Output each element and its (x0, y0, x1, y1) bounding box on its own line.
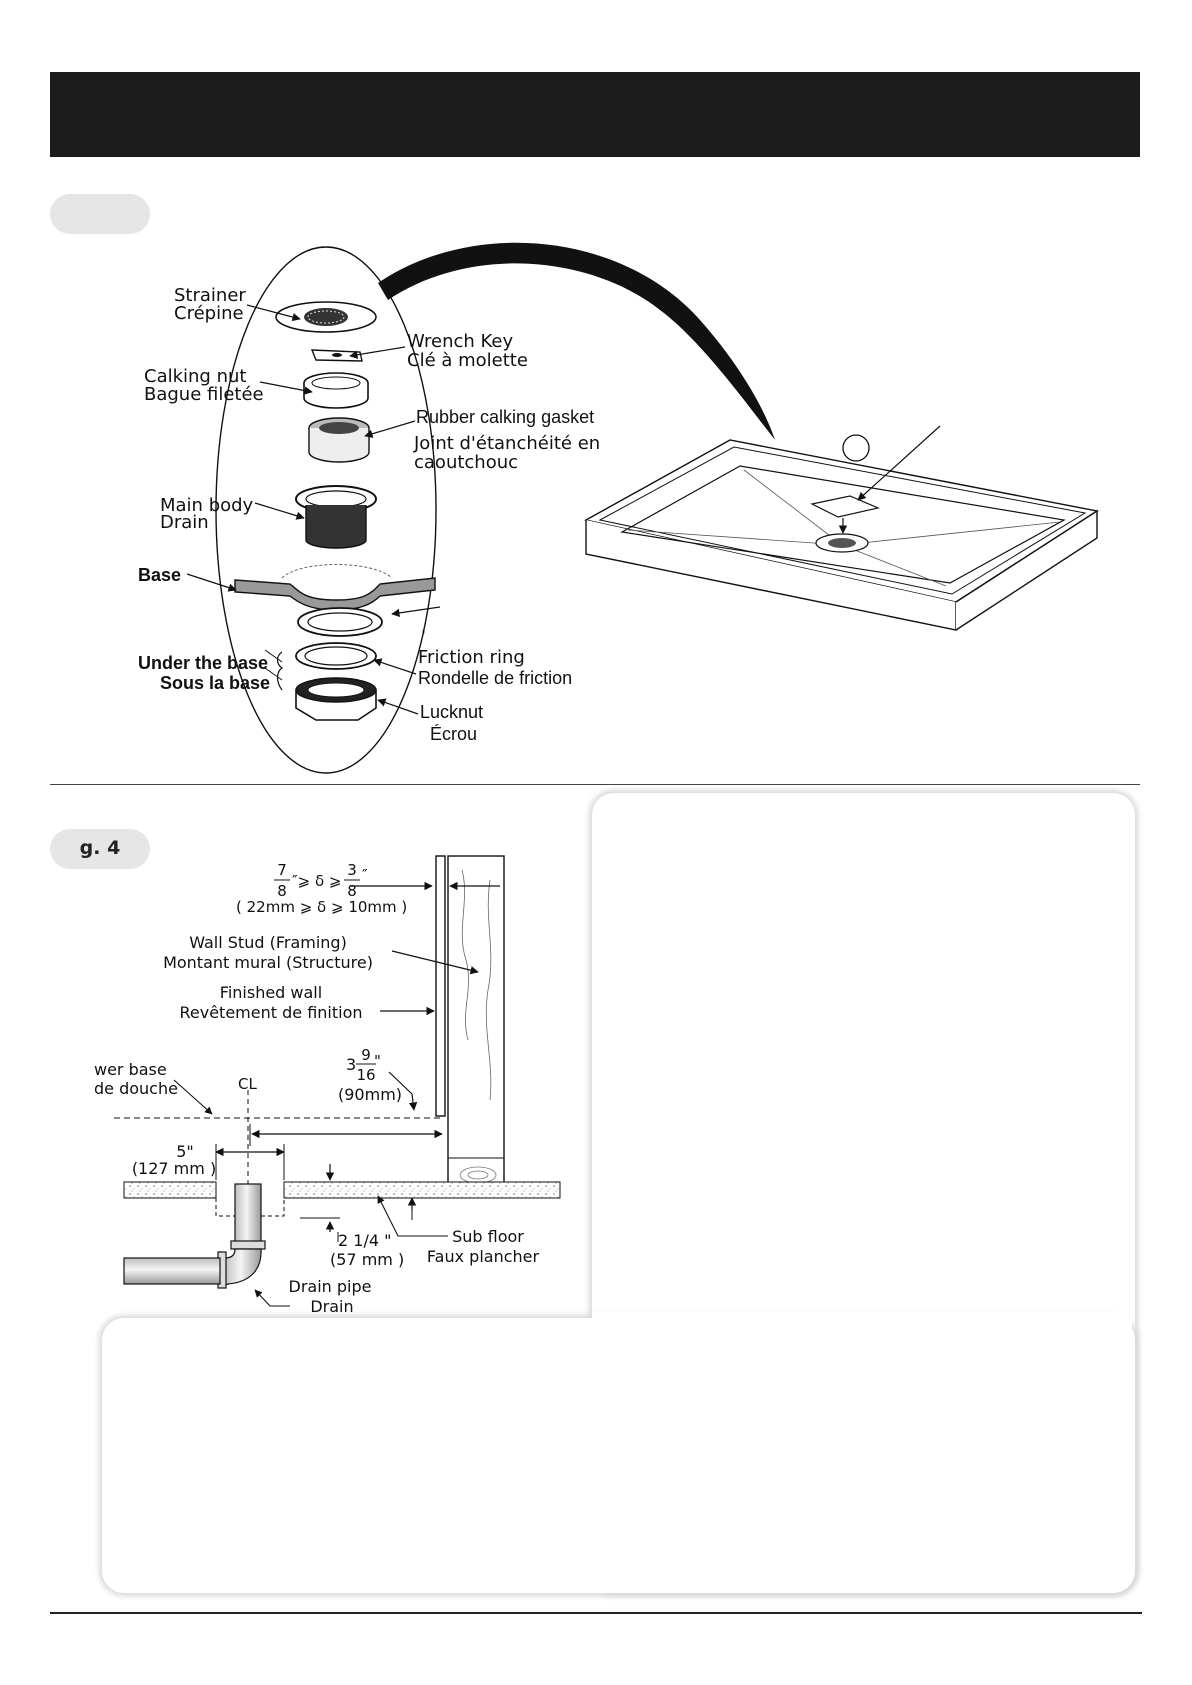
base-label: Base (138, 565, 181, 585)
shower-base-label-en: wer base (94, 1060, 167, 1079)
section-divider (50, 784, 1140, 785)
sub-floor-label-en: Sub floor (452, 1227, 524, 1246)
shower-base-illustration (584, 425, 1099, 631)
offset-den: 16 (356, 1066, 375, 1084)
offset-inch: " (374, 1052, 381, 1070)
friction-ring-label-fr: Rondelle de friction (418, 668, 572, 688)
calking-nut-part (303, 372, 369, 409)
gap-fraction-left-num: 7 (277, 861, 287, 879)
drain-width-metric: (127 mm ) (132, 1159, 216, 1178)
gap-symbols: ″⩾ δ ⩾ (292, 872, 341, 890)
exploded-drain-view: Strainer Crépine Wrench Key Clé à molett… (138, 242, 775, 774)
rubber-gasket-label-en: Rubber calking gasket (416, 407, 594, 427)
callout-swoosh (378, 242, 775, 440)
shower-base-label-fr: de douche (94, 1079, 178, 1098)
rubber-gasket-part (308, 417, 370, 463)
header-bar (50, 72, 1140, 157)
offset-whole: 3 (346, 1055, 356, 1074)
calking-nut-label-en: Calking nut (144, 366, 246, 387)
drain-width-inch: 5" (176, 1142, 194, 1161)
calking-nut-label-fr: Bague filetée (144, 384, 264, 405)
drop-inch: 2 1/4 " (338, 1231, 391, 1250)
gap-fraction-right-den: 8 (347, 882, 357, 900)
rubber-gasket-label-fr-2: caoutchouc (414, 452, 518, 473)
finished-wall-label-en: Finished wall (220, 983, 322, 1002)
drop-metric: (57 mm ) (330, 1250, 404, 1269)
rubber-gasket-label-fr-1: Joint d'étanchéité en (413, 433, 600, 454)
footer-divider (50, 1612, 1142, 1614)
under-base-label-en: Under the base (138, 653, 268, 673)
offset-metric: (90mm) (338, 1085, 402, 1104)
wall-stud-label-en: Wall Stud (Framing) (189, 933, 347, 952)
gap-fraction-left-den: 8 (277, 882, 287, 900)
section-pill-top (50, 194, 150, 234)
friction-ring-part (295, 642, 377, 670)
gap-fraction-right-num: 3 (347, 861, 357, 879)
figure-4-section: 7 8 ″⩾ δ ⩾ 3 8 ″ ( 22mm ⩾ δ ⩾ 10mm ) Wal… (94, 855, 561, 1316)
strainer-label-en: Strainer (174, 285, 246, 306)
detail-oval (215, 246, 437, 774)
drain-pipe-label-fr: Drain (310, 1297, 353, 1316)
washer-part (297, 607, 383, 637)
offset-num: 9 (361, 1046, 371, 1064)
drain-pipe-label-en: Drain pipe (289, 1277, 372, 1296)
wrench-key-label-en: Wrench Key (407, 331, 513, 352)
lucknut-part (295, 677, 377, 721)
main-body-label-fr: Drain (160, 512, 209, 533)
centerline-label: CL (238, 1075, 257, 1093)
small-mark: , (421, 616, 426, 636)
figure-4-pill: g. 4 (50, 829, 150, 869)
gap-metric: ( 22mm ⩾ δ ⩾ 10mm ) (236, 898, 407, 916)
base-section (234, 564, 436, 611)
lucknut-label-en: Lucknut (420, 702, 483, 722)
finished-wall-label-fr: Revêtement de finition (180, 1003, 363, 1022)
under-base-label-fr: Sous la base (160, 673, 270, 693)
panel-join (592, 1312, 1132, 1332)
lucknut-label-fr: Écrou (430, 724, 477, 744)
main-body-part (295, 485, 377, 549)
strainer-label-fr: Crépine (174, 303, 244, 324)
friction-ring-label-en: Friction ring (418, 647, 525, 668)
strainer-part (275, 301, 377, 333)
sub-floor-label-fr: Faux plancher (427, 1247, 540, 1266)
wrench-key-label-fr: Clé à molette (407, 350, 528, 371)
notes-panel-bottom (102, 1318, 1135, 1593)
wall-stud-label-fr: Montant mural (Structure) (163, 953, 373, 972)
main-body-label-en: Main body (160, 495, 254, 516)
gap-inch-mark: ″ (362, 866, 368, 884)
